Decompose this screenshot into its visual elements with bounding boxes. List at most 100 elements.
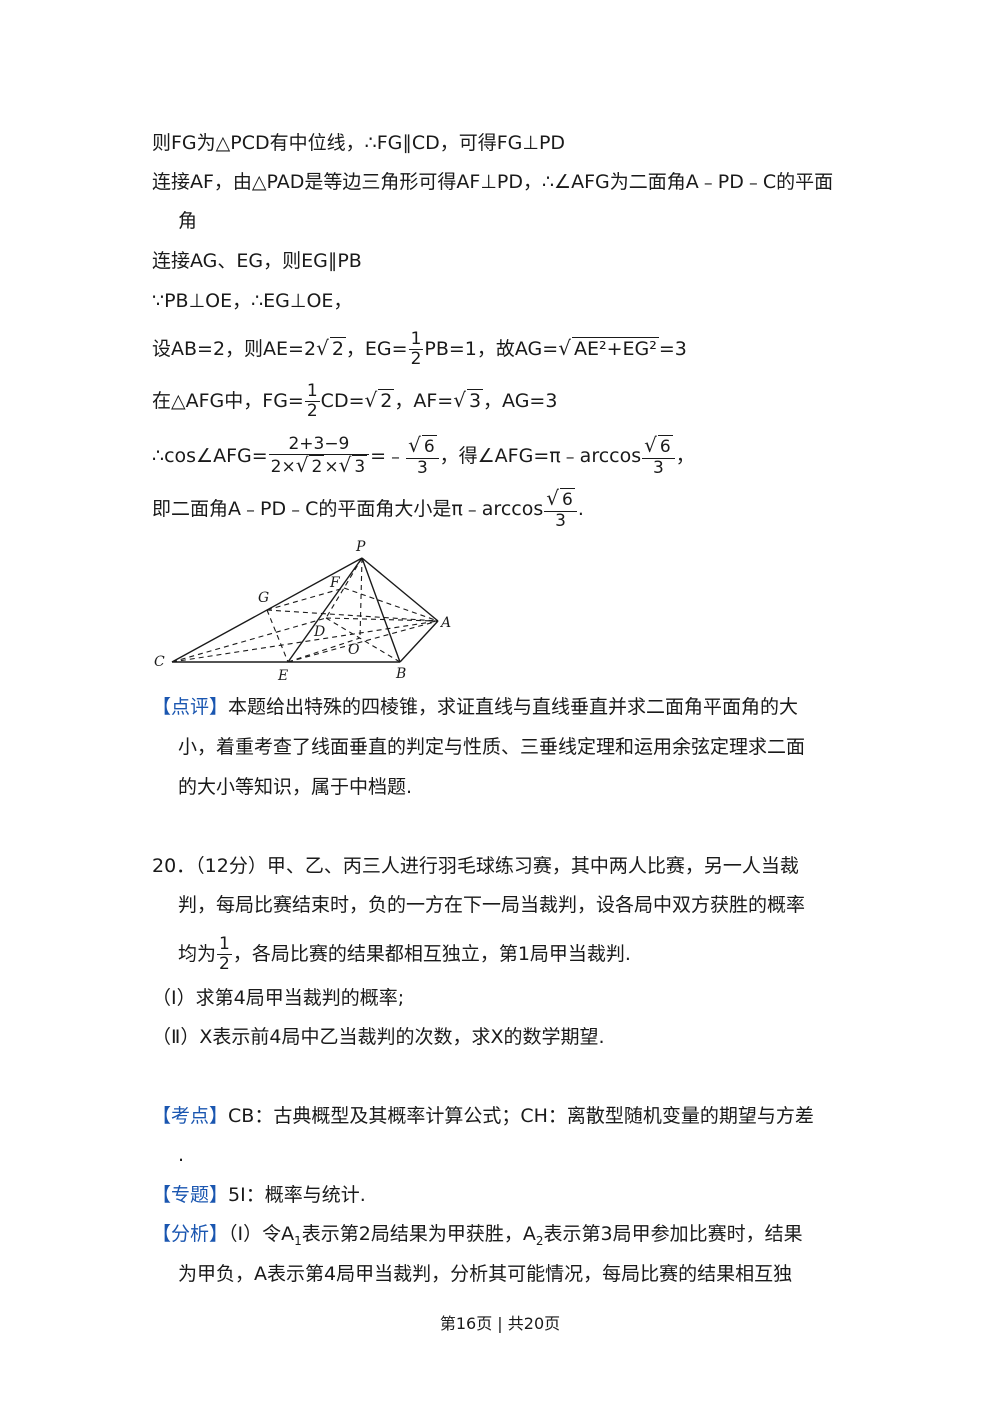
text-span: ，AF= xyxy=(394,390,454,412)
text-span: 在△AFG中，FG= xyxy=(152,390,304,412)
label-G: G xyxy=(258,590,269,606)
text-span: . xyxy=(577,498,584,520)
fraction-denominator: 2 xyxy=(306,401,318,421)
question-2: （Ⅱ）X表示前4局中乙当裁判的次数，求X的数学期望. xyxy=(152,1026,605,1048)
text-span: 设AB=2，则AE=2 xyxy=(152,338,317,360)
edge-GF xyxy=(266,587,345,611)
fenxi-tag: 【分析】 xyxy=(152,1223,229,1245)
edge-PA xyxy=(361,557,439,622)
text-span: =3 xyxy=(658,338,687,360)
fenxi-line-1: 【分析】（I）令A1表示第2局结果为甲获胜，A2表示第3局甲参加比赛时，结果 xyxy=(152,1221,803,1254)
label-F: F xyxy=(329,575,341,591)
text-span: 即二面角A﹣PD﹣C的平面角大小是π﹣arccos xyxy=(152,498,544,520)
sqrt-value: 2 xyxy=(309,455,325,477)
label-E: E xyxy=(277,668,288,682)
label-B: B xyxy=(395,666,406,682)
fraction-denominator: 3 xyxy=(555,511,566,531)
edge-DA xyxy=(325,617,439,622)
edge-DB xyxy=(325,617,401,663)
text-span: （I）令A xyxy=(228,1223,295,1245)
text-span: ，各局比赛的结果都相互独立，第1局甲当裁判. xyxy=(232,943,631,965)
review-line-3: 的大小等知识，属于中档题. xyxy=(178,776,413,798)
sqrt-value: 6 xyxy=(560,488,575,510)
edge-PE xyxy=(287,557,363,663)
solid-edges xyxy=(171,557,439,663)
text-span: 5I：概率与统计. xyxy=(228,1184,366,1206)
fenxi-line-2: 为甲负，A表示第4局甲当裁判，分析其可能情况，每局比赛的结果相互独 xyxy=(178,1263,793,1285)
sqrt-value: 3 xyxy=(352,455,368,477)
zhuanti-line: 【专题】5I：概率与统计. xyxy=(152,1182,366,1208)
fraction-numerator: 1 xyxy=(304,381,320,402)
text-span: ∴cos∠AFG= xyxy=(152,445,268,467)
question-1: （Ⅰ）求第4局甲当裁判的概率; xyxy=(152,987,405,1009)
solution-line-2: 连接AF，由△PAD是等边三角形可得AF⊥PD，∴∠AFG为二面角A﹣PD﹣C的… xyxy=(152,171,834,193)
edge-GA xyxy=(266,609,439,622)
sqrt-value: AE²+EG² xyxy=(571,337,659,360)
subscript: 2 xyxy=(535,1233,544,1248)
sqrt-value: 2 xyxy=(378,389,395,412)
subscript: 1 xyxy=(294,1233,302,1248)
edge-PB xyxy=(361,557,401,663)
sqrt-value: 3 xyxy=(466,389,484,412)
sqrt-value: 6 xyxy=(421,435,437,457)
problem-20-line-2: 判，每局比赛结束时，负的一方在下一局当裁判，设各局中双方获胜的概率 xyxy=(178,894,806,916)
problem-20-line-1: 20．（12分）甲、乙、丙三人进行羽毛球练习赛，其中两人比赛，另一人当裁 xyxy=(152,855,799,877)
text-span: ，得∠AFG=π﹣arccos xyxy=(439,445,642,467)
kaodian-tag: 【考点】 xyxy=(152,1105,229,1127)
fraction-numerator: √6 xyxy=(406,435,439,459)
review-line-1: 【点评】本题给出特殊的四棱锥，求证直线与直线垂直并求二面角平面角的大 xyxy=(152,694,798,720)
solution-line-4: ∵PB⊥OE，∴EG⊥OE， xyxy=(152,290,353,312)
review-tag: 【点评】 xyxy=(152,696,229,718)
text-span: ， xyxy=(675,445,695,467)
text-span: × xyxy=(324,457,339,477)
zhuanti-tag: 【专题】 xyxy=(152,1184,229,1206)
fraction-numerator: 1 xyxy=(408,329,424,350)
text-span: ，EG= xyxy=(345,338,408,360)
hidden-edges xyxy=(171,557,439,663)
fraction-numerator: √6 xyxy=(642,435,675,459)
pyramid-figure: P F G D A O C E B xyxy=(154,539,451,682)
edge-GE xyxy=(266,609,289,663)
text-span: 表示第3局甲参加比赛时，结果 xyxy=(543,1223,803,1245)
text-span: 均为 xyxy=(178,943,217,965)
edge-AB xyxy=(399,620,439,663)
label-D: D xyxy=(313,624,325,640)
kaodian-cont: . xyxy=(178,1144,185,1166)
review-line-2: 小，着重考查了线面垂直的判定与性质、三垂线定理和运用余弦定理求二面 xyxy=(178,736,806,758)
edge-EO xyxy=(287,637,361,663)
text-span: CB：古典概型及其概率计算公式；CH：离散型随机变量的期望与方差 xyxy=(228,1105,814,1127)
kaodian-line: 【考点】CB：古典概型及其概率计算公式；CH：离散型随机变量的期望与方差 xyxy=(152,1103,814,1129)
text-span: =﹣ xyxy=(370,445,406,467)
text-span: PB=1，故AG= xyxy=(424,338,559,360)
label-A: A xyxy=(439,615,451,631)
fraction-numerator: √6 xyxy=(544,488,577,512)
fraction-denominator: 3 xyxy=(416,458,428,478)
label-O: O xyxy=(348,642,360,658)
sqrt-value: 2 xyxy=(329,337,346,360)
fraction-denominator: 3 xyxy=(653,458,664,478)
text-span: ，AG=3 xyxy=(483,390,558,412)
edge-PO xyxy=(359,557,363,639)
label-C: C xyxy=(154,654,165,670)
fraction-denominator: 2×√2×√3 xyxy=(270,453,368,477)
sqrt-value: 6 xyxy=(657,435,673,457)
fraction-numerator: 2+3−9 xyxy=(268,435,370,455)
edge-PD xyxy=(325,557,363,619)
solution-line-1: 则FG为△PCD有中位线，∴FG∥CD，可得FG⊥PD xyxy=(152,132,566,154)
text-span: CD= xyxy=(320,390,365,412)
page-footer: 第16页 | 共20页 xyxy=(439,1314,561,1333)
fraction-denominator: 2 xyxy=(219,954,230,974)
text-span: 本题给出特殊的四棱锥，求证直线与直线垂直并求二面角平面角的大 xyxy=(228,696,799,718)
edge-FA xyxy=(343,587,439,622)
edge-EA xyxy=(287,620,439,663)
